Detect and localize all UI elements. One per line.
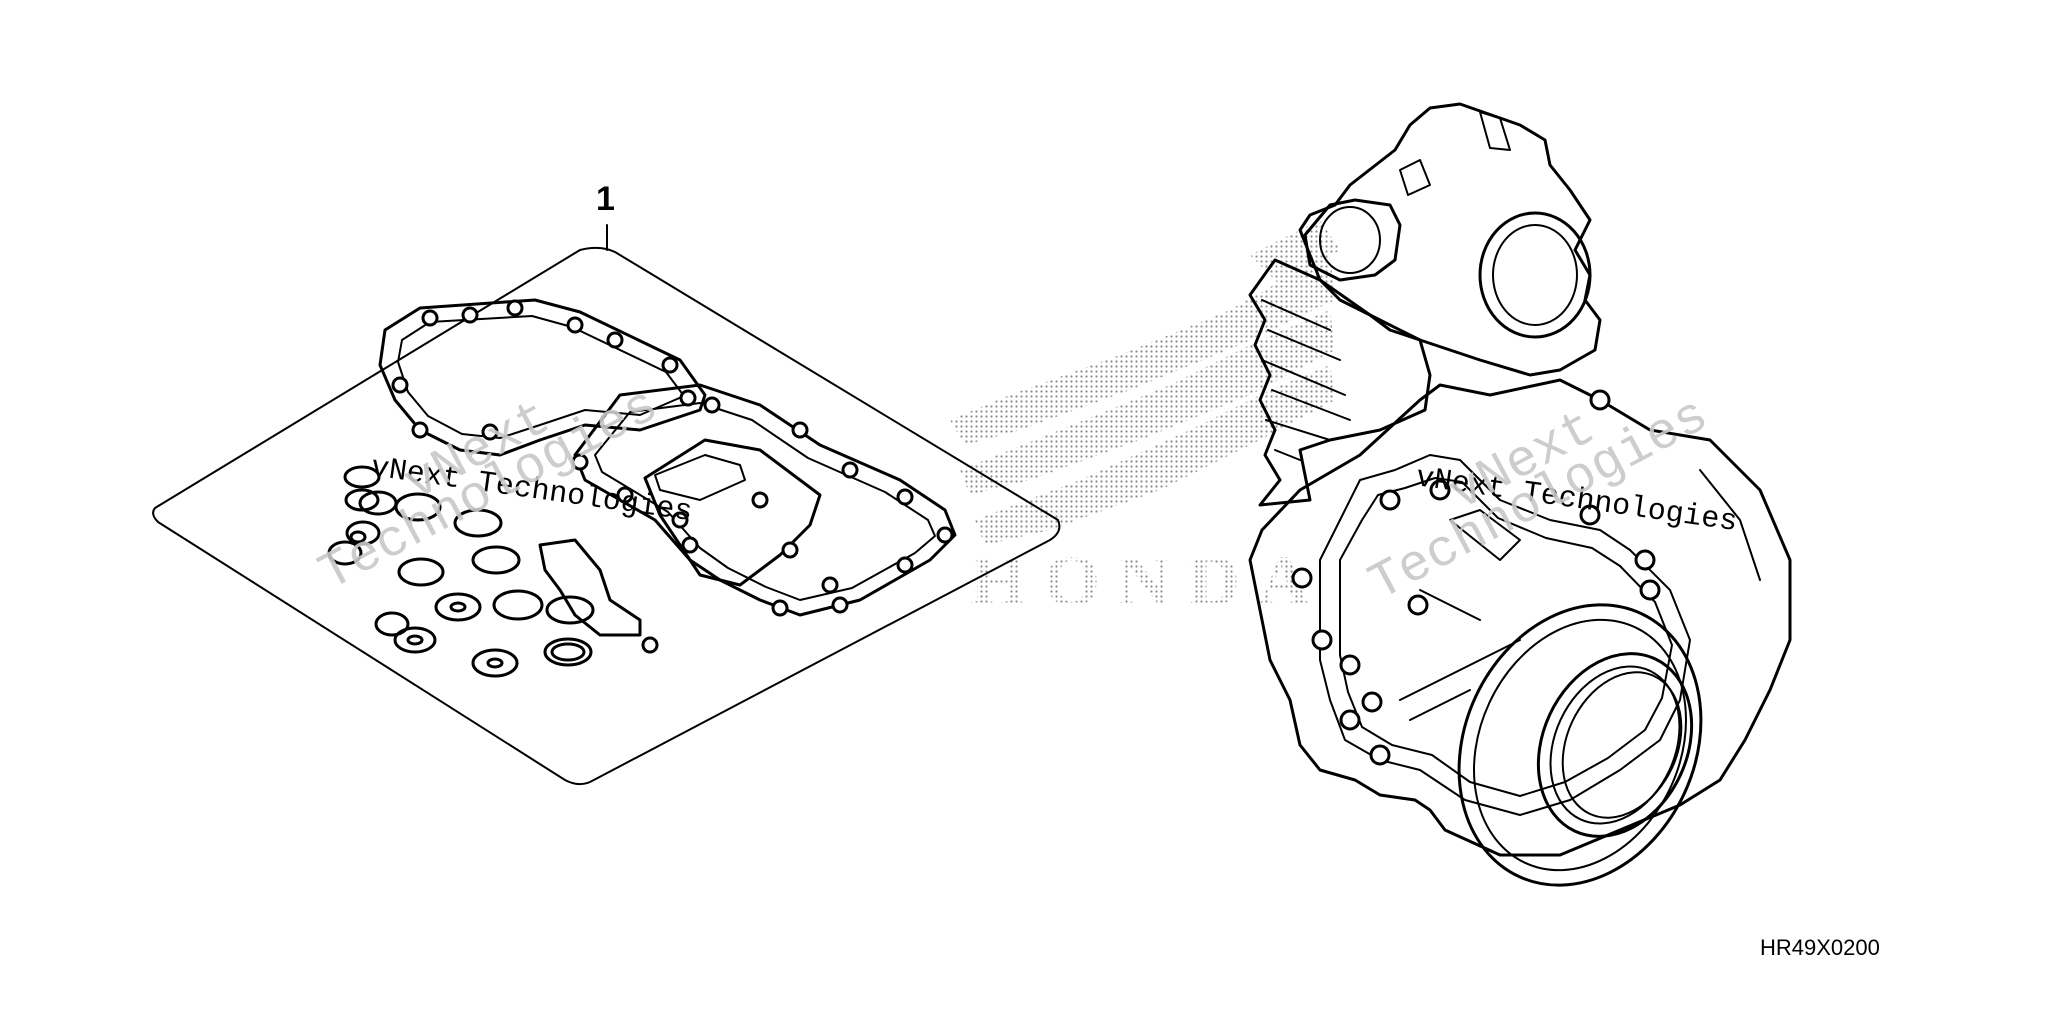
engine-illustration (1248, 102, 1792, 887)
o-rings-and-seals (327, 465, 595, 678)
strip-gasket (538, 538, 642, 637)
vnext-watermark-right: vNext Technologies vNext Technologies (1360, 386, 1739, 614)
cam-cap-left (1303, 198, 1402, 282)
crankcase-cover-inner (1339, 477, 1673, 797)
oil-pan-gasket (573, 383, 957, 617)
honda-wing-logo-watermark (950, 220, 1340, 545)
head-rib (1479, 111, 1511, 151)
drawing-code: HR49X0200 (1760, 935, 1880, 960)
inner-gasket-window (654, 454, 746, 501)
gasket-kit (152, 224, 1061, 786)
cover-gasket (378, 298, 707, 457)
cam-cap-right (1478, 211, 1592, 339)
cover-gasket-inner (397, 315, 685, 439)
oil-pan-gasket-inner (594, 402, 936, 601)
inner-gasket (643, 438, 822, 587)
crankcase-bolts (1291, 389, 1661, 766)
cylinder-block (1248, 258, 1432, 507)
output-shaft-housing (1457, 603, 1703, 887)
gasket-sheet-outline (152, 246, 1061, 786)
gasket-bolt-holes (391, 299, 954, 654)
callout-label-1: 1 (596, 180, 615, 218)
